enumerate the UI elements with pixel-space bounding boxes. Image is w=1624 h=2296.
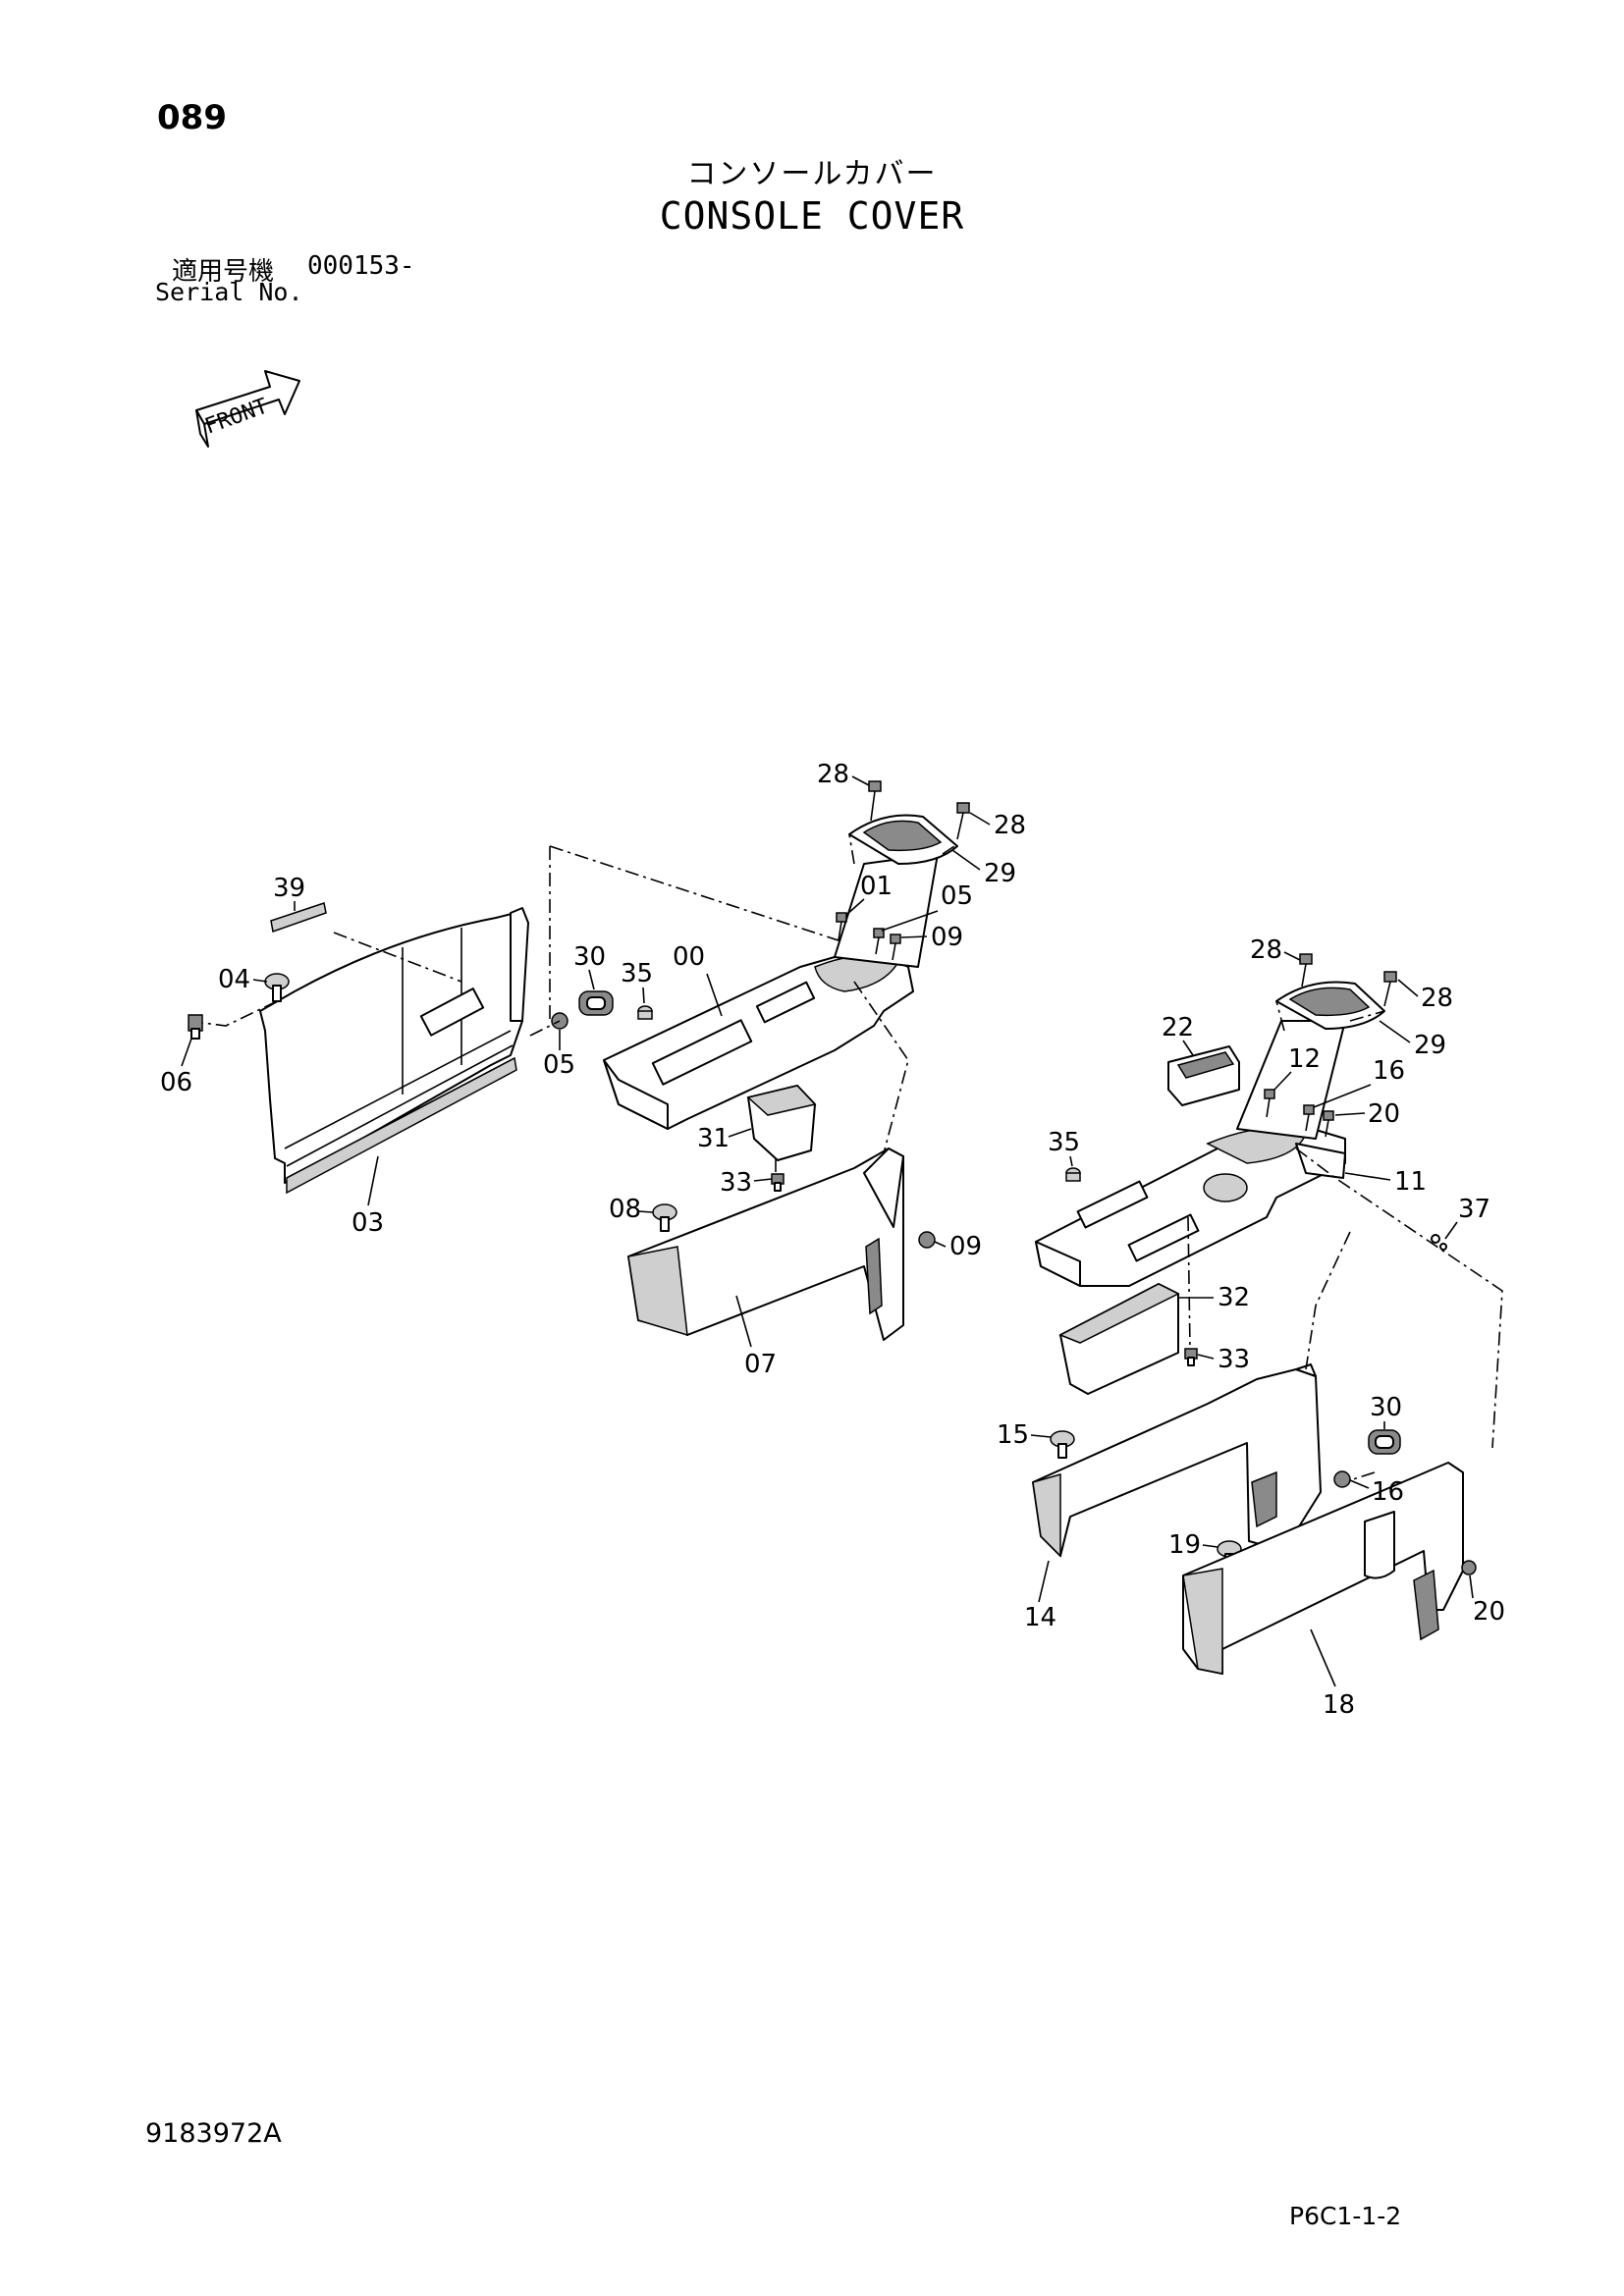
page-code: P6C1-1-2 <box>1289 2202 1402 2230</box>
callout-label: 22 <box>1162 1013 1194 1042</box>
screw-part <box>1184 1348 1198 1366</box>
callout-label: 11 <box>1394 1167 1427 1197</box>
side-cover-part <box>259 912 523 1184</box>
lower-cover-part <box>1032 1368 1322 1557</box>
console-top-window <box>651 1019 753 1086</box>
callout-label: 08 <box>609 1195 641 1224</box>
callout-label: 30 <box>1370 1393 1402 1422</box>
callout-label: 00 <box>673 942 705 972</box>
callout-label: 09 <box>931 923 963 952</box>
callout-label: 28 <box>817 760 849 789</box>
callout-label: 18 <box>1323 1690 1355 1720</box>
screw-part <box>868 780 970 840</box>
cup-holder-part <box>746 1085 817 1161</box>
callout-label: 29 <box>1414 1031 1446 1060</box>
serial-label-japanese: 適用号機 <box>172 257 275 287</box>
callout-label: 05 <box>941 881 973 911</box>
title-japanese: コンソールカバー <box>686 157 938 191</box>
callout-label: 28 <box>1421 984 1453 1013</box>
callout-label: 19 <box>1168 1530 1201 1560</box>
serial-value: 000153- <box>307 251 415 281</box>
right-callouts: 28 28 29 22 12 16 20 35 11 37 32 33 30 1… <box>997 935 1505 1720</box>
callout-label: 30 <box>573 942 606 972</box>
callout-label: 35 <box>1048 1128 1080 1157</box>
callout-label: 20 <box>1473 1597 1505 1627</box>
callout-label: 31 <box>697 1124 730 1153</box>
grommet-part <box>1368 1429 1401 1455</box>
callout-label: 16 <box>1372 1477 1404 1507</box>
callout-label: 28 <box>994 811 1026 840</box>
serial-label-english: Serial No. <box>155 278 303 306</box>
front-arrow-icon: FRONT <box>195 370 300 448</box>
callout-label: 09 <box>949 1232 982 1261</box>
page-number: 089 <box>157 98 227 137</box>
callout-label: 35 <box>621 959 653 988</box>
callout-label: 37 <box>1458 1195 1490 1224</box>
screw-part <box>1264 1089 1334 1138</box>
nut-part <box>1333 1470 1351 1488</box>
title-english: CONSOLE COVER <box>659 194 965 238</box>
callout-label: 01 <box>860 872 893 901</box>
callout-label: 29 <box>984 859 1016 888</box>
left-callouts: 39 04 06 05 03 30 35 00 28 28 29 01 05 0… <box>160 760 1026 1379</box>
callout-label: 12 <box>1288 1044 1321 1074</box>
plug-part <box>1065 1167 1081 1182</box>
clip-part <box>264 973 290 1002</box>
screw-part <box>836 912 901 961</box>
rear-cover-part <box>1182 1462 1464 1675</box>
screw-part <box>771 1173 785 1192</box>
switch-part <box>1167 1045 1240 1106</box>
callout-label: 05 <box>543 1050 575 1080</box>
callout-label: 03 <box>352 1208 384 1238</box>
bolt-part <box>188 1014 203 1040</box>
callout-label: 33 <box>1218 1345 1250 1374</box>
screw-part <box>1299 953 1397 1007</box>
callout-label: 28 <box>1250 935 1282 965</box>
clip-part <box>1050 1430 1075 1459</box>
callout-label: 04 <box>218 965 250 994</box>
clip-part <box>652 1203 677 1232</box>
callout-label: 39 <box>273 874 305 903</box>
left-assembly <box>188 780 970 1341</box>
storage-tray-part <box>1058 1283 1180 1395</box>
pin-part <box>1431 1234 1447 1251</box>
plug-part <box>637 1005 653 1020</box>
document-number: 9183972A <box>145 2118 282 2149</box>
grommet-part <box>578 990 614 1016</box>
callout-label: 20 <box>1368 1099 1400 1129</box>
decal-part <box>270 902 327 933</box>
callout-label: 16 <box>1373 1056 1405 1086</box>
callout-label: 33 <box>720 1168 752 1198</box>
side-cover-hole <box>419 988 485 1037</box>
callout-label: 15 <box>997 1420 1029 1450</box>
callout-label: 06 <box>160 1068 192 1097</box>
grip-cover-part <box>1275 981 1385 1030</box>
grip-cover-part <box>848 814 958 865</box>
right-assembly <box>1032 953 1503 1675</box>
callout-label: 32 <box>1218 1283 1250 1312</box>
callout-label: 14 <box>1024 1603 1056 1632</box>
callout-label: 07 <box>744 1350 777 1379</box>
